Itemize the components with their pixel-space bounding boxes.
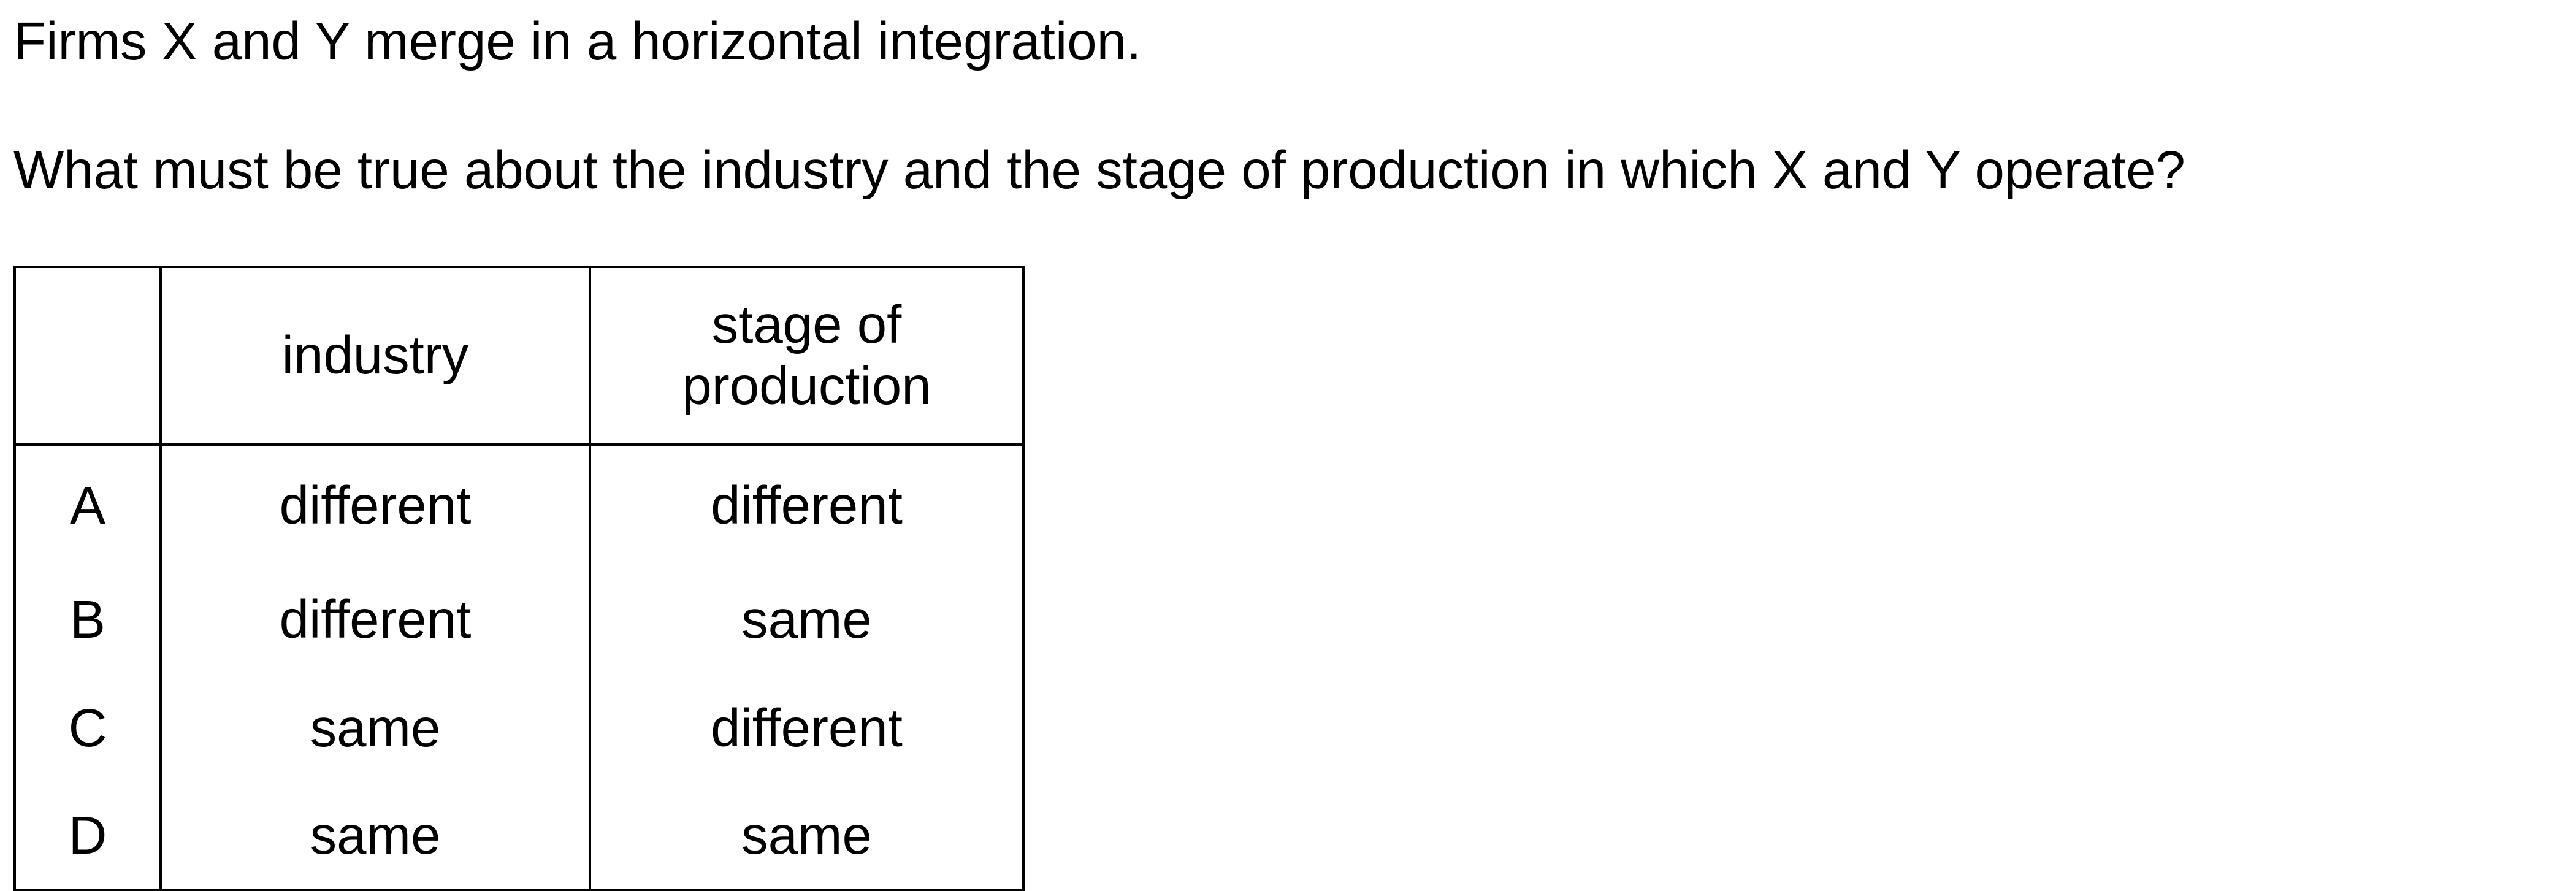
option-row-b: B different same bbox=[13, 566, 1025, 675]
option-row-a: A different different bbox=[13, 445, 1025, 566]
option-industry: different bbox=[159, 566, 591, 675]
option-stage: different bbox=[589, 675, 1025, 783]
option-letter: C bbox=[13, 675, 162, 783]
header-stage-line-1: stage of bbox=[711, 294, 902, 354]
header-industry: industry bbox=[159, 266, 591, 446]
option-stage: same bbox=[589, 783, 1025, 891]
option-letter: A bbox=[13, 445, 162, 566]
option-industry: same bbox=[159, 675, 591, 783]
header-letter-cell bbox=[13, 266, 162, 446]
header-stage-of-production: stage of production bbox=[589, 266, 1025, 446]
option-industry: same bbox=[159, 783, 591, 891]
option-row-d: D same same bbox=[13, 783, 1025, 891]
answer-options-table: industry stage of production A different… bbox=[13, 266, 1025, 891]
option-letter: D bbox=[13, 783, 162, 891]
option-letter: B bbox=[13, 566, 162, 675]
option-industry: different bbox=[159, 445, 591, 566]
question-stem-2: What must be true about the industry and… bbox=[13, 140, 2185, 200]
table-header-row: industry stage of production bbox=[13, 266, 1025, 446]
option-row-c: C same different bbox=[13, 675, 1025, 783]
header-stage-line-2: production bbox=[682, 356, 931, 416]
question-stem-1: Firms X and Y merge in a horizontal inte… bbox=[13, 12, 1142, 71]
option-stage: same bbox=[589, 566, 1025, 675]
option-stage: different bbox=[589, 445, 1025, 566]
